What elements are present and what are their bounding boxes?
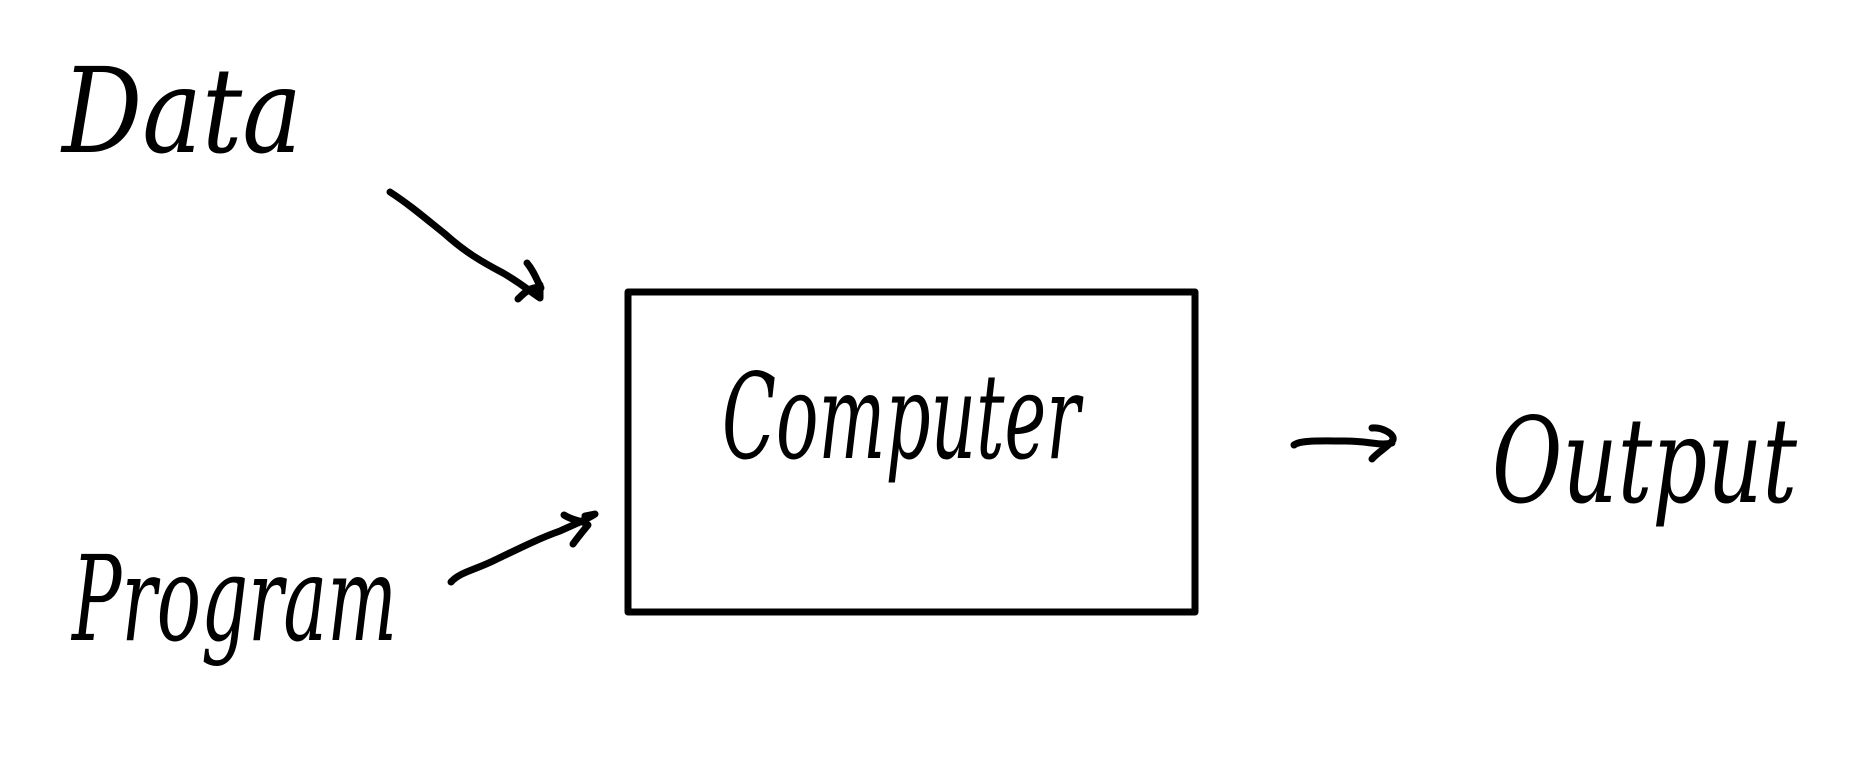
program-arrow-shaft (447, 510, 599, 586)
data-arrow-shaft (386, 188, 544, 302)
program-arrow-head (560, 511, 592, 548)
output-arrow-head (1368, 424, 1397, 463)
program-to-computer-arrow (447, 510, 599, 586)
output-label: Output (1492, 392, 1797, 530)
data-arrow-head (514, 259, 545, 303)
computer-to-output-arrow (1290, 424, 1397, 463)
program-label: Program (71, 530, 397, 668)
data-to-computer-arrow (386, 188, 545, 303)
output-arrow-shaft (1290, 437, 1396, 449)
computer-box (624, 288, 1199, 616)
data-label: Data (60, 42, 302, 180)
computer-label: Computer (722, 348, 1084, 486)
